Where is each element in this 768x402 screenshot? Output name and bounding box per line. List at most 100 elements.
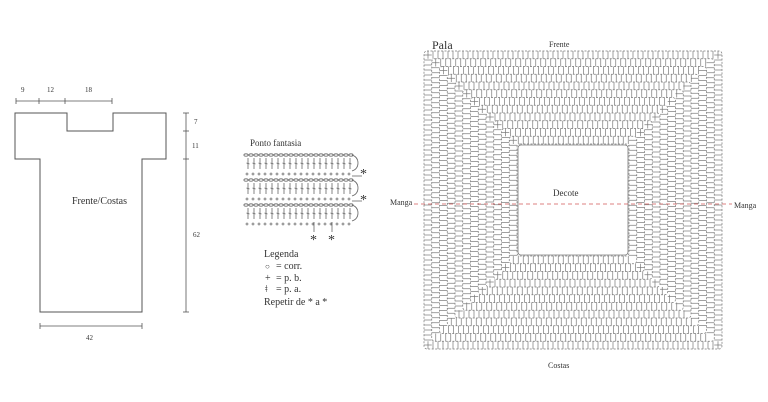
dc-bar-icon [246, 187, 250, 190]
dc-bar-icon [294, 162, 298, 165]
dc-bar-icon [348, 187, 352, 190]
dc-bar-icon [336, 187, 340, 190]
chain-stitch-icon [268, 178, 274, 182]
dc-bar-icon [264, 187, 268, 190]
chain-stitch-icon [303, 203, 309, 207]
dc-bar-icon [288, 162, 292, 165]
chain-stitch-icon [263, 178, 269, 182]
dc-bar-icon [318, 187, 322, 190]
chain-stitch-icon [313, 203, 319, 207]
chain-stitch-icon [248, 153, 254, 157]
chain-stitch-icon [308, 153, 314, 157]
chain-stitch-icon [338, 153, 344, 157]
dim-bottom-width: 42 [86, 334, 93, 342]
repeat-asterisk-3: * [310, 233, 317, 248]
dc-bar-icon [306, 212, 310, 215]
dc-bar-icon [246, 162, 250, 165]
dim-height-3: 62 [193, 231, 200, 239]
chain-stitch-icon [323, 153, 329, 157]
dc-bar-icon [258, 162, 262, 165]
dim-width-2: 12 [47, 86, 54, 94]
chain-stitch-icon [243, 203, 249, 207]
chain-stitch-icon [338, 178, 344, 182]
chain-stitch-icon [283, 178, 289, 182]
chain-stitch-icon [293, 203, 299, 207]
yoke-right-sleeve-label: Manga [734, 201, 757, 210]
dc-bar-icon [252, 187, 256, 190]
chain-stitch-icon [293, 153, 299, 157]
dc-bar-icon [300, 212, 304, 215]
dc-bar-icon [300, 187, 304, 190]
chain-stitch-icon [328, 178, 334, 182]
dim-height-1: 7 [194, 118, 198, 126]
dc-bar-icon [348, 162, 352, 165]
dc-bar-icon [258, 212, 262, 215]
yoke-front-label: Frente [549, 40, 570, 49]
legend-chain-symbol: ○ [265, 262, 270, 271]
round-outline [485, 112, 661, 288]
chain-stitch-icon [333, 203, 339, 207]
dc-bar-icon [270, 162, 274, 165]
chain-stitch-icon [323, 178, 329, 182]
dc-bar-icon [300, 162, 304, 165]
dc-bar-icon [288, 212, 292, 215]
dc-bar-icon [330, 162, 334, 165]
dc-bar-icon [294, 212, 298, 215]
round-outline [477, 104, 669, 296]
chain-stitch-icon [343, 203, 349, 207]
yoke-rounds [423, 50, 723, 350]
yoke-back-label: Costas [548, 361, 570, 370]
dc-bar-icon [342, 187, 346, 190]
yoke-neckline-label: Decote [553, 188, 579, 198]
dc-bar-icon [312, 162, 316, 165]
round-outline [462, 89, 684, 311]
dc-bar-icon [276, 162, 280, 165]
chain-stitch-icon [248, 178, 254, 182]
dc-bar-icon [324, 162, 328, 165]
chain-stitch-icon [263, 203, 269, 207]
turning-chain-icon [351, 204, 359, 222]
chain-stitch-icon [288, 178, 294, 182]
chain-stitch-icon [343, 178, 349, 182]
chain-stitch-icon [278, 153, 284, 157]
dc-bar-icon [252, 162, 256, 165]
dc-bar-icon [282, 162, 286, 165]
chain-stitch-icon [273, 153, 279, 157]
repeat-asterisk-2: * [360, 193, 367, 208]
repeat-asterisk-4: * [328, 233, 335, 248]
chain-stitch-icon [263, 153, 269, 157]
round-outline [470, 97, 676, 303]
yoke-left-sleeve-label: Manga [390, 198, 413, 207]
dc-bar-icon [318, 162, 322, 165]
dc-bar-icon [276, 212, 280, 215]
chain-stitch-icon [318, 178, 324, 182]
neckline-opening [517, 144, 629, 256]
garment-outline [14, 112, 167, 313]
dc-bar-icon [330, 187, 334, 190]
dc-bar-icon [288, 187, 292, 190]
chain-stitch-icon [323, 203, 329, 207]
dc-bar-icon [264, 162, 268, 165]
legend-repeat-text: Repetir de * a * [264, 297, 328, 308]
chain-stitch-icon [303, 153, 309, 157]
dc-bar-icon [306, 162, 310, 165]
legend-dc-symbol: ǂ [265, 284, 268, 295]
dc-bar-icon [330, 212, 334, 215]
dc-bar-icon [324, 212, 328, 215]
chain-stitch-icon [338, 203, 344, 207]
dc-bar-icon [270, 187, 274, 190]
chain-stitch-icon [273, 178, 279, 182]
dc-bar-icon [276, 187, 280, 190]
body-label: Frente/Costas [72, 196, 127, 207]
dim-height-2: 11 [192, 142, 199, 150]
legend-sc-text: = p. b. [276, 273, 302, 284]
turning-chain-icon [351, 179, 359, 197]
chain-stitch-icon [288, 153, 294, 157]
legend-chain-text: = corr. [276, 261, 303, 272]
chain-stitch-icon [243, 153, 249, 157]
chain-stitch-icon [243, 178, 249, 182]
chain-stitch-icon [298, 178, 304, 182]
